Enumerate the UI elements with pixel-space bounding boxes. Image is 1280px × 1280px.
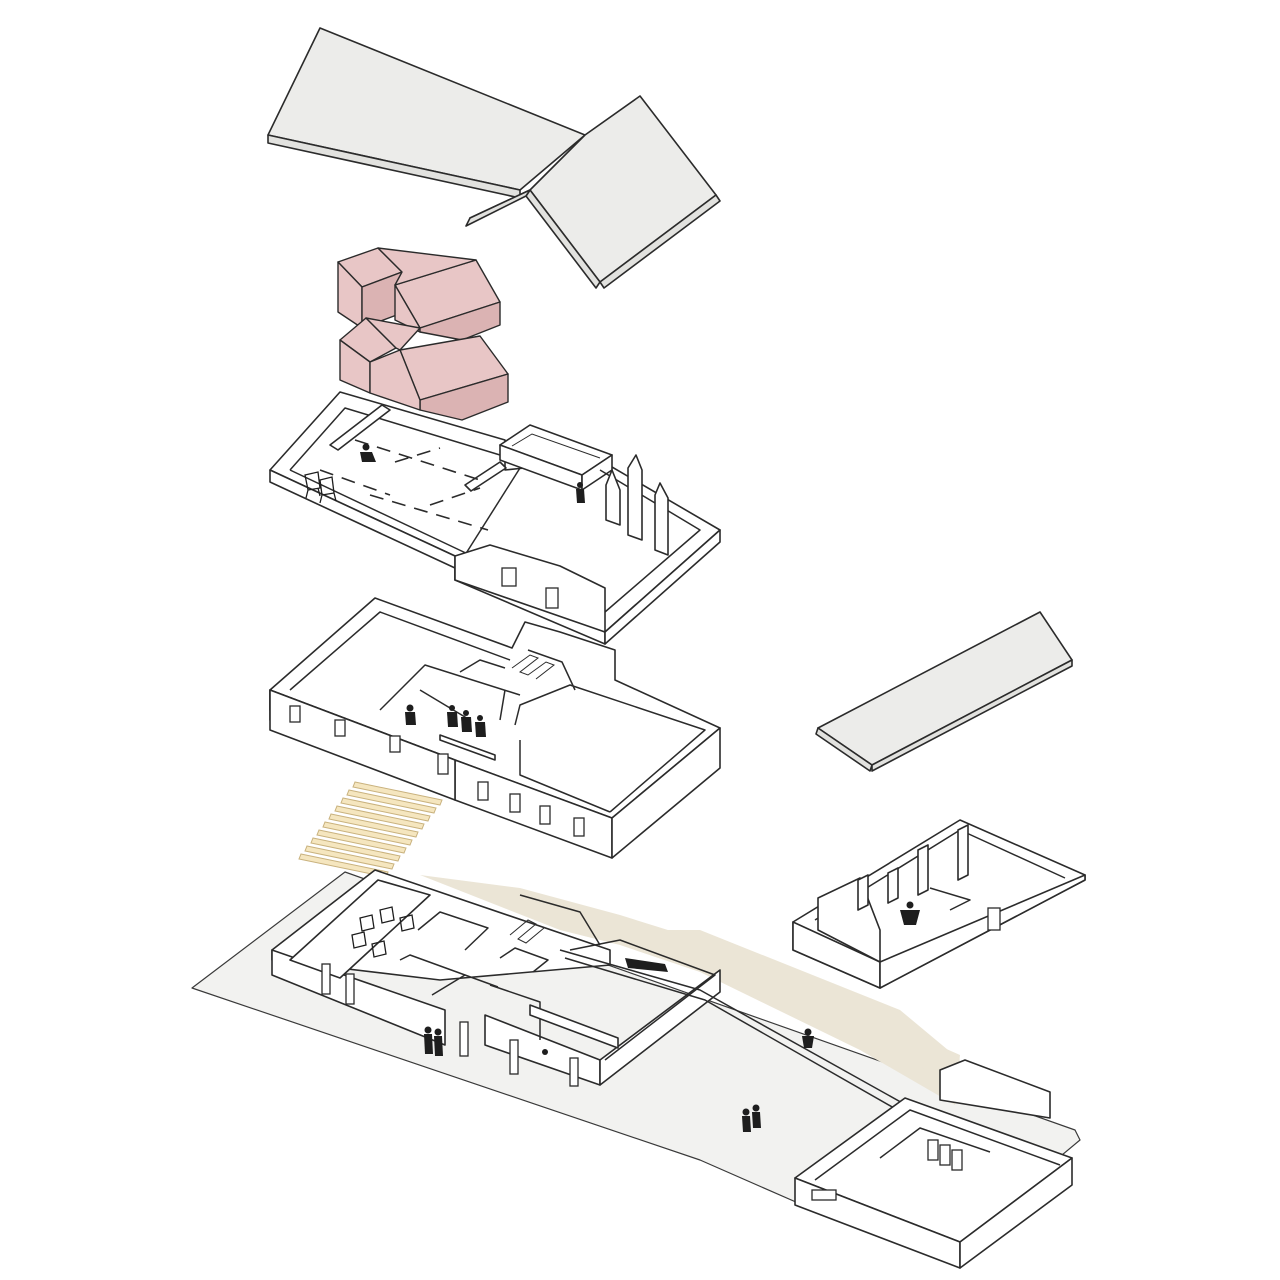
first-floor: [269, 597, 721, 859]
chair-icon: [304, 471, 337, 504]
desk-figures: [439, 705, 496, 761]
stair-icon: [509, 894, 601, 946]
figure-icon: [405, 704, 416, 725]
ground-floor-site: [191, 869, 1081, 1269]
storage-icon: [927, 1139, 963, 1171]
attic-floor: [269, 391, 721, 645]
inserted-volumes: [337, 247, 509, 421]
stair-icon: [511, 649, 576, 691]
seated-figure-icon: [360, 443, 376, 462]
annex-roof: [815, 611, 1073, 772]
timber-joists: [298, 781, 443, 878]
people-icon: [424, 958, 814, 1132]
annex-upper: [792, 819, 1086, 989]
figure-icon: [576, 482, 585, 503]
main-roof: [267, 27, 721, 289]
figure-icon: [900, 901, 920, 925]
chairs-icon: [351, 906, 415, 958]
